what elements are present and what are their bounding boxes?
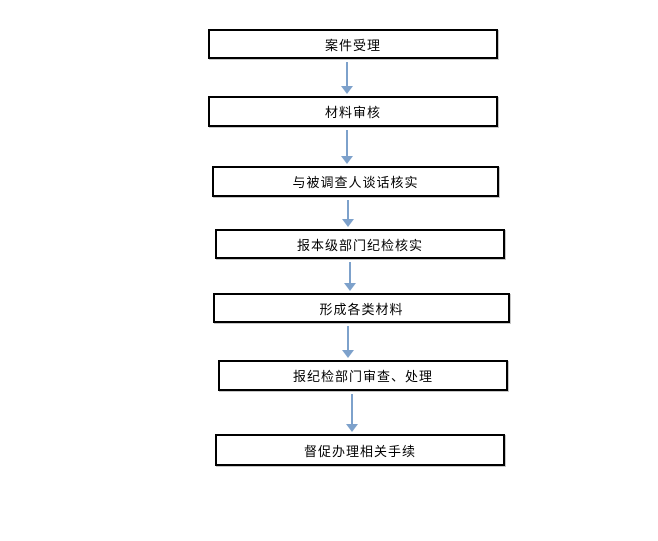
flow-node-label: 形成各类材料	[319, 301, 404, 317]
arrow-shaft	[349, 262, 351, 284]
flow-node-label: 督促办理相关手续	[303, 443, 416, 459]
arrow-head	[342, 219, 354, 227]
arrow-head	[342, 350, 354, 358]
arrow-head	[341, 156, 353, 164]
arrow-down-icon	[346, 394, 358, 432]
arrow-down-icon	[341, 130, 353, 164]
flow-node-report-review-handling: 报纪检部门审查、处理	[218, 360, 508, 391]
flow-node-form-materials: 形成各类材料	[213, 293, 510, 323]
flow-node-case-acceptance: 案件受理	[208, 29, 498, 59]
arrow-shaft	[346, 130, 348, 157]
flow-node-label: 报纪检部门审查、处理	[292, 369, 433, 384]
arrow-shaft	[347, 200, 349, 220]
flow-node-urge-procedures: 督促办理相关手续	[215, 434, 505, 466]
arrow-down-icon	[342, 326, 354, 358]
flow-node-material-review: 材料审核	[208, 96, 498, 127]
arrow-shaft	[346, 62, 348, 87]
flow-node-interview-verification: 与被调查人谈话核实	[212, 166, 499, 197]
arrow-head	[346, 424, 358, 432]
arrow-shaft	[351, 394, 353, 425]
arrow-head	[344, 283, 356, 291]
flow-node-label: 案件受理	[324, 37, 381, 53]
flow-node-report-department-verification: 报本级部门纪检核实	[215, 229, 505, 259]
arrow-down-icon	[344, 262, 356, 291]
flow-node-label: 与被调查人谈话核实	[292, 175, 419, 190]
flow-node-label: 材料审核	[324, 105, 381, 120]
arrow-shaft	[347, 326, 349, 351]
arrow-down-icon	[342, 200, 354, 227]
arrow-head	[341, 86, 353, 94]
arrow-down-icon	[341, 62, 353, 94]
flow-node-label: 报本级部门纪检核实	[296, 237, 423, 253]
